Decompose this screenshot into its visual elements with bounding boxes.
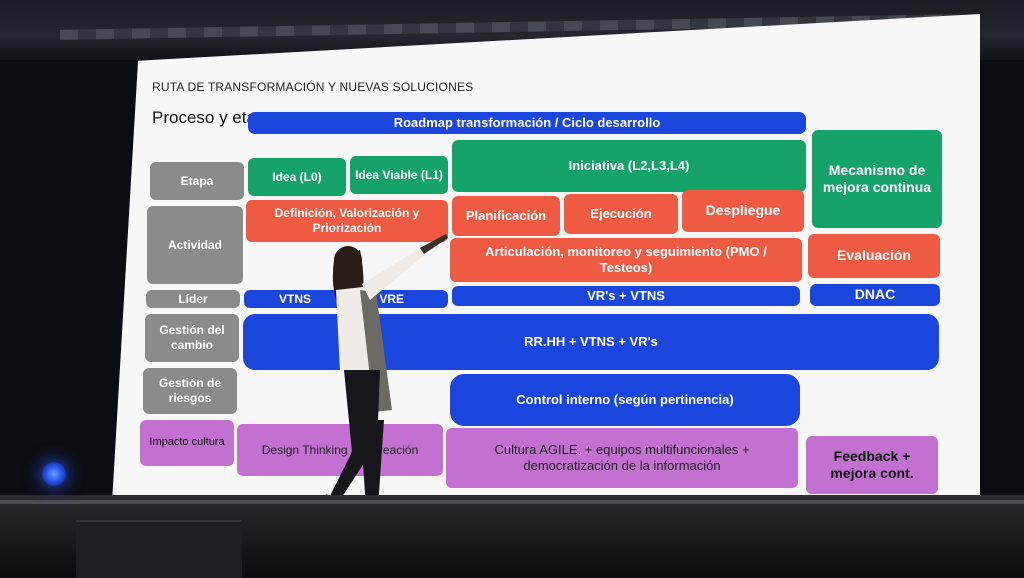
actividad-articulacion: Articulación, monitoreo y seguimiento (P… — [450, 238, 802, 282]
lider-dnac: DNAC — [810, 284, 940, 306]
row-label-gestion-riesgos: Gestión de riesgos — [143, 368, 237, 414]
etapa-idea-l0: Idea (L0) — [248, 158, 346, 196]
lider-vtns: VTNS — [244, 290, 346, 308]
actividad-definicion: Definición, Valorización y Priorización — [246, 200, 448, 242]
row-label-lider: Líder — [146, 290, 240, 308]
mechanism-box: Mecanismo de mejora continua — [812, 130, 942, 228]
roadmap-header: Roadmap transformación / Ciclo desarroll… — [248, 112, 806, 134]
cultura-design-thinking: Design Thinking / Cocreación — [237, 424, 443, 476]
slide-kicker: RUTA DE TRANSFORMACIÓN Y NUEVAS SOLUCION… — [152, 80, 474, 94]
row-label-etapa: Etapa — [150, 162, 244, 200]
actividad-planificacion: Planificación — [452, 196, 560, 236]
actividad-evaluacion: Evaluación — [808, 234, 940, 278]
cultura-feedback: Feedback + mejora cont. — [806, 436, 938, 494]
etapa-iniciativa: Iniciativa (L2,L3,L4) — [452, 140, 806, 192]
cultura-agile: Cultura AGILE. + equipos multifuncionale… — [446, 428, 798, 488]
lider-vrs-vtns: VR's + VTNS — [452, 286, 800, 306]
actividad-ejecucion: Ejecución — [564, 194, 678, 234]
gestion-riesgos-bar: Control interno (según pertinencia) — [450, 374, 800, 426]
blue-stage-light — [42, 462, 66, 486]
presenter-figure — [320, 234, 448, 516]
etapa-idea-viable-l1: Idea Viable (L1) — [350, 156, 448, 194]
row-label-gestion-cambio: Gestión del cambio — [145, 314, 239, 362]
row-label-impacto-cultura: Impacto cultura — [140, 420, 234, 466]
stage-monitor — [76, 520, 242, 578]
row-label-actividad: Actividad — [147, 206, 243, 284]
actividad-despliegue: Despliegue — [682, 190, 804, 232]
stage-floor-edge — [0, 500, 1024, 504]
